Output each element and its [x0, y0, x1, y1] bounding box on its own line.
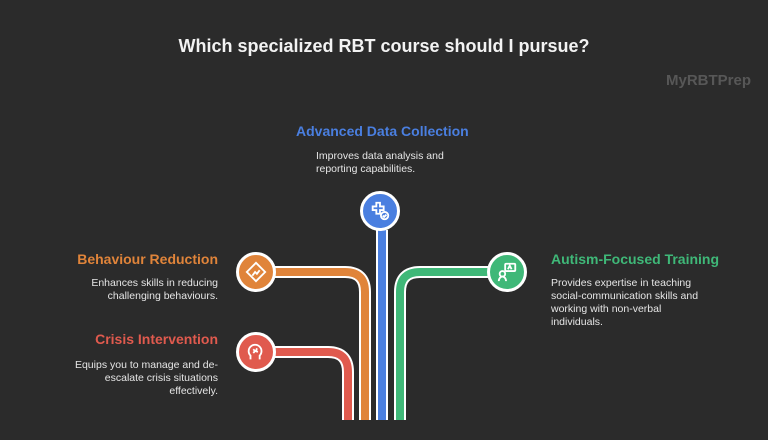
warning-sign-icon [236, 252, 276, 292]
heading-data-collection: Advanced Data Collection [296, 123, 469, 139]
heading-crisis-intervention: Crisis Intervention [95, 331, 218, 347]
watermark-logo: MyRBTPrep [666, 72, 752, 89]
desc-data-collection: Improves data analysis and reporting cap… [316, 150, 444, 175]
data-analysis-icon [360, 191, 400, 231]
tube-autism [394, 266, 488, 420]
heading-autism-training: Autism-Focused Training [551, 251, 720, 267]
desc-autism-training: Provides expertise in teaching social-co… [551, 277, 699, 328]
heading-behaviour-reduction: Behaviour Reduction [77, 251, 218, 267]
page-title: Which specialized RBT course should I pu… [178, 36, 590, 56]
communication-icon [487, 252, 527, 292]
desc-crisis-intervention: Equips you to manage and de- escalate cr… [74, 359, 218, 397]
desc-behaviour-reduction: Enhances skills in reducing challenging … [91, 277, 218, 302]
brain-stress-icon [236, 332, 276, 372]
